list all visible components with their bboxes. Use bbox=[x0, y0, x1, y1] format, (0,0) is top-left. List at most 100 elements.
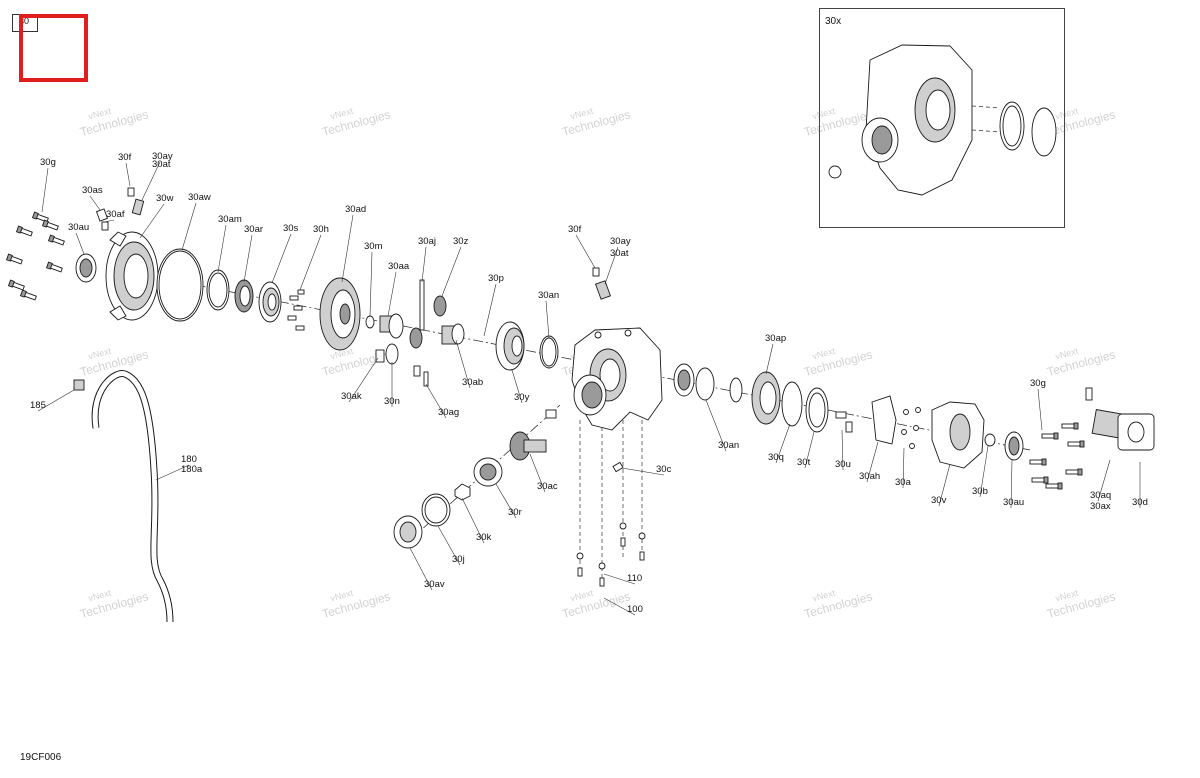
leader-line bbox=[575, 234, 596, 269]
leader-line bbox=[348, 357, 379, 403]
part-callout-af[interactable]: 30af bbox=[106, 209, 125, 220]
leader-line bbox=[1037, 388, 1043, 431]
part-callout-y[interactable]: 30y bbox=[514, 392, 530, 403]
part-callout-ak[interactable]: 30ak bbox=[341, 391, 362, 402]
o-ring-large bbox=[156, 248, 204, 322]
part-callout-ap[interactable]: 30ap bbox=[765, 333, 786, 344]
leader-line bbox=[866, 441, 879, 483]
housing-bolts-below bbox=[576, 461, 646, 587]
connector-185 bbox=[73, 379, 85, 391]
gear-30ar bbox=[234, 279, 254, 313]
part-callout-au-right[interactable]: 30au bbox=[1003, 497, 1024, 508]
leader-line bbox=[217, 224, 227, 273]
sensor-parts-left bbox=[95, 187, 145, 231]
leader-line bbox=[89, 195, 101, 211]
part-callout-m[interactable]: 30m bbox=[364, 241, 383, 252]
part-callout-at-mid[interactable]: 30at bbox=[610, 248, 629, 259]
part-callout-p110[interactable]: 110 bbox=[627, 573, 642, 584]
page-number: 30 bbox=[19, 16, 30, 26]
part-callout-am[interactable]: 30am bbox=[218, 214, 242, 225]
leader-line bbox=[409, 547, 433, 591]
part-callout-ar[interactable]: 30ar bbox=[244, 224, 263, 235]
part-callout-an-top[interactable]: 30an bbox=[538, 290, 559, 301]
part-callout-ab[interactable]: 30ab bbox=[462, 377, 483, 388]
part-callout-aj[interactable]: 30aj bbox=[418, 236, 436, 247]
part-callout-as[interactable]: 30as bbox=[82, 185, 103, 196]
leader-line bbox=[938, 463, 951, 507]
sensor-mid bbox=[592, 267, 612, 300]
part-callout-q[interactable]: 30q bbox=[768, 452, 784, 463]
leader-line bbox=[603, 573, 636, 585]
bolts-30h bbox=[287, 289, 305, 331]
part-callout-r[interactable]: 30r bbox=[508, 507, 522, 518]
part-callout-aa[interactable]: 30aa bbox=[388, 261, 410, 272]
leader-line bbox=[1010, 459, 1013, 509]
part-callout-c[interactable]: 30c bbox=[656, 464, 672, 475]
part-callout-an-mid[interactable]: 30an bbox=[718, 440, 739, 451]
leader-line bbox=[421, 246, 427, 283]
part-callout-p180[interactable]: 180 bbox=[181, 454, 197, 465]
part-callout-w[interactable]: 30w bbox=[156, 193, 174, 204]
part-callout-p185[interactable]: 185 bbox=[30, 400, 46, 411]
part-callout-aq[interactable]: 30aq bbox=[1090, 490, 1111, 501]
part-callout-a[interactable]: 30a bbox=[895, 477, 912, 488]
leader-lines bbox=[37, 161, 1141, 616]
part-callout-n[interactable]: 30n bbox=[384, 396, 400, 407]
leader-line bbox=[529, 453, 546, 493]
part-callout-ay-mid[interactable]: 30ay bbox=[610, 236, 631, 247]
part-callout-ag[interactable]: 30ag bbox=[438, 407, 459, 418]
part-callout-ah[interactable]: 30ah bbox=[859, 471, 880, 482]
left-cover bbox=[105, 231, 159, 321]
inset-housing-drawing bbox=[828, 44, 1057, 196]
part-callout-g-left[interactable]: 30g bbox=[40, 157, 56, 168]
leader-line bbox=[705, 399, 727, 452]
part-callout-u[interactable]: 30u bbox=[835, 459, 851, 470]
part-callout-v[interactable]: 30v bbox=[931, 495, 947, 506]
part-callout-p100[interactable]: 100 bbox=[627, 604, 643, 615]
leader-line bbox=[483, 283, 497, 337]
leader-line bbox=[461, 497, 485, 544]
leader-line bbox=[979, 445, 989, 498]
part-callout-j[interactable]: 30j bbox=[452, 554, 465, 565]
part-callout-h[interactable]: 30h bbox=[313, 224, 329, 235]
part-callout-av[interactable]: 30av bbox=[424, 579, 445, 590]
part-callout-ad[interactable]: 30ad bbox=[345, 204, 366, 215]
part-callout-g-right[interactable]: 30g bbox=[1030, 378, 1046, 389]
part-callout-au-left[interactable]: 30au bbox=[68, 222, 89, 233]
part-callout-z[interactable]: 30z bbox=[453, 236, 469, 247]
part-callout-p[interactable]: 30p bbox=[488, 273, 504, 284]
leader-line bbox=[1097, 459, 1111, 502]
highlight-frame bbox=[19, 14, 88, 82]
leader-line bbox=[765, 343, 774, 375]
part-callout-d[interactable]: 30d bbox=[1132, 497, 1148, 508]
part-callout-b[interactable]: 30b bbox=[972, 486, 988, 497]
part-callout-ax[interactable]: 30ax bbox=[1090, 501, 1111, 512]
leader-line bbox=[425, 383, 447, 419]
part-callout-t[interactable]: 30t bbox=[797, 457, 811, 468]
part-callout-k[interactable]: 30k bbox=[476, 532, 492, 543]
part-callout-aw[interactable]: 30aw bbox=[188, 192, 211, 203]
part-callout-s[interactable]: 30s bbox=[283, 223, 299, 234]
inset-label: 30x bbox=[825, 16, 842, 27]
part-callout-ay-left[interactable]: 30ay bbox=[152, 151, 173, 162]
part-callout-f-mid[interactable]: 30f bbox=[568, 224, 582, 235]
part-callout-at-left[interactable]: 30at bbox=[152, 159, 171, 170]
leader-line bbox=[603, 597, 636, 616]
leader-line bbox=[387, 271, 397, 317]
leader-line bbox=[299, 234, 322, 291]
leader-line bbox=[441, 246, 462, 297]
leader-line bbox=[141, 161, 161, 201]
part-callout-p180a[interactable]: 180a bbox=[181, 464, 203, 475]
part-callout-ac[interactable]: 30ac bbox=[537, 481, 558, 492]
part-callout-f-left[interactable]: 30f bbox=[118, 152, 132, 163]
